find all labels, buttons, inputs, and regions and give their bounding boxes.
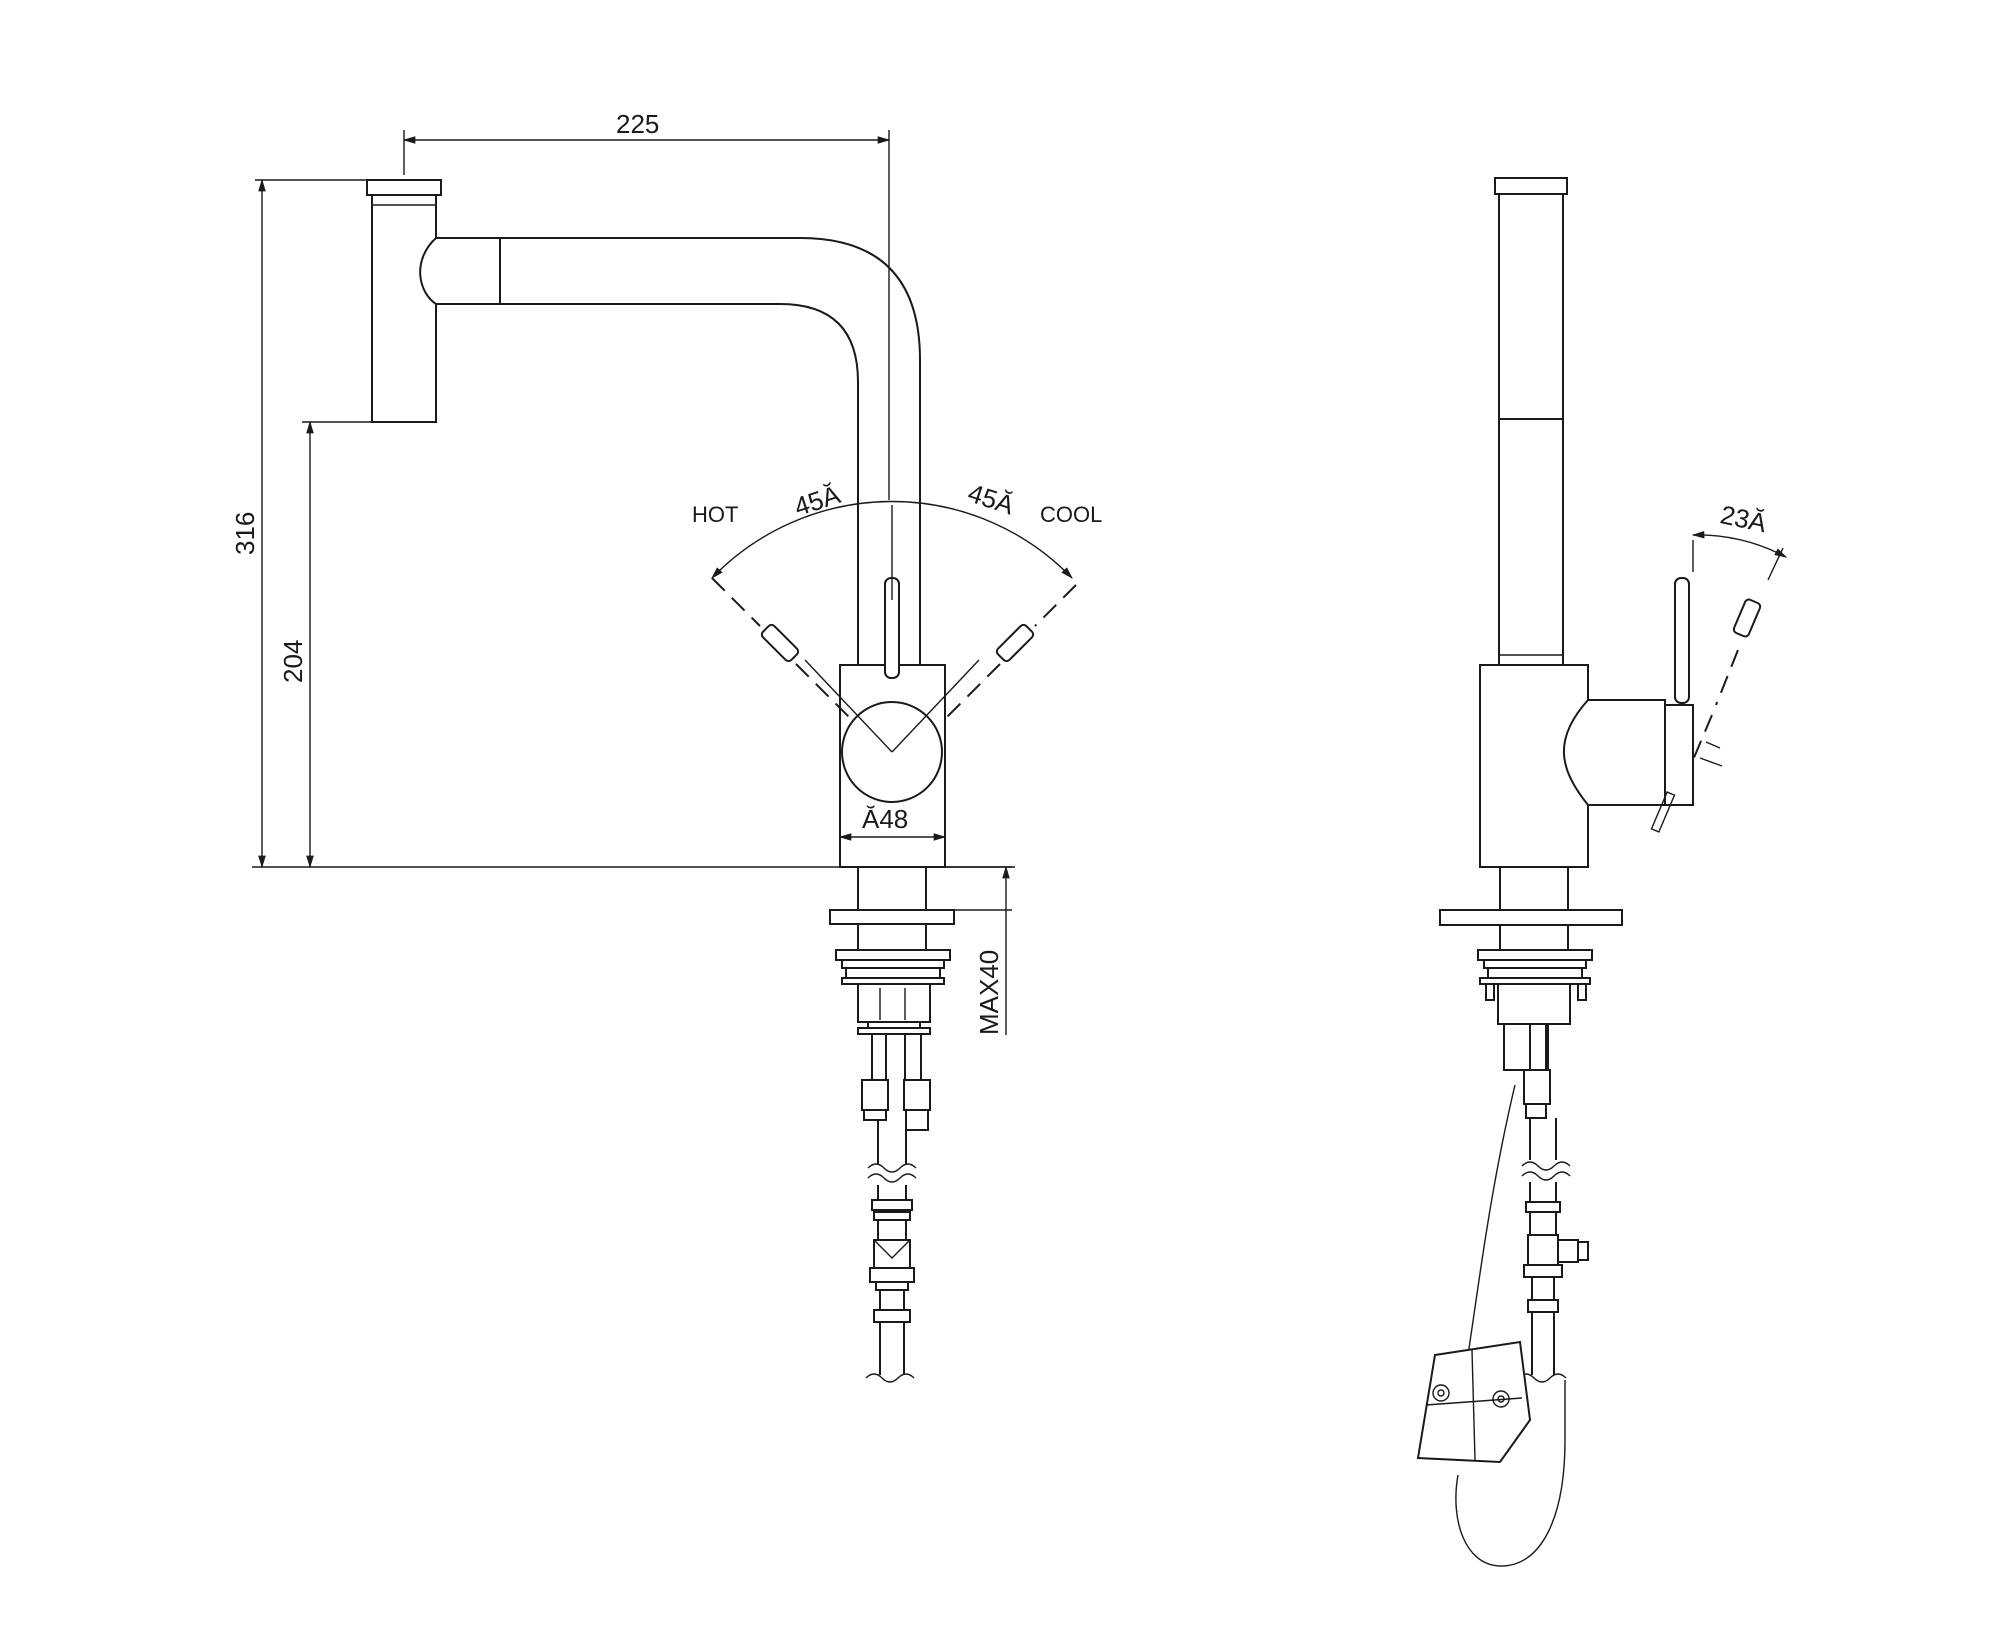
front-spout-arm [419,237,921,665]
front-view: 45Ă 45Ă HOT COOL Ă48 [230,109,1102,1383]
side-faucet-body [1479,577,1694,868]
side-hoses [1517,1024,1589,1383]
side-lever-tilt [1692,598,1762,767]
front-spray-head [366,179,442,423]
side-spout [1494,177,1568,665]
side-joystick-lever [1674,577,1690,704]
reach-label: 225 [616,109,659,139]
hot-label: HOT [692,502,738,527]
front-mounting-assembly [829,866,955,1035]
spout-height-label: 204 [278,640,308,683]
body-diameter-label: Ă48 [862,804,908,834]
lever-range-cool [945,584,1077,719]
front-faucet-body [804,577,980,868]
cool-label: COOL [1040,502,1102,527]
lever-range-hot [711,577,851,719]
front-hoses [861,1034,931,1383]
hot-angle-label: 45Ă [790,479,844,522]
side-handle-collar [1664,704,1694,806]
height-label: 316 [230,512,260,555]
side-view: 23Ă [1416,177,1788,1567]
tilt-angle-label: 23Ă [1718,499,1770,538]
max-thickness-label: MAX40 [974,950,1004,1035]
side-pullout-hose [1416,1084,1566,1567]
side-mounting-assembly [1439,866,1623,1071]
